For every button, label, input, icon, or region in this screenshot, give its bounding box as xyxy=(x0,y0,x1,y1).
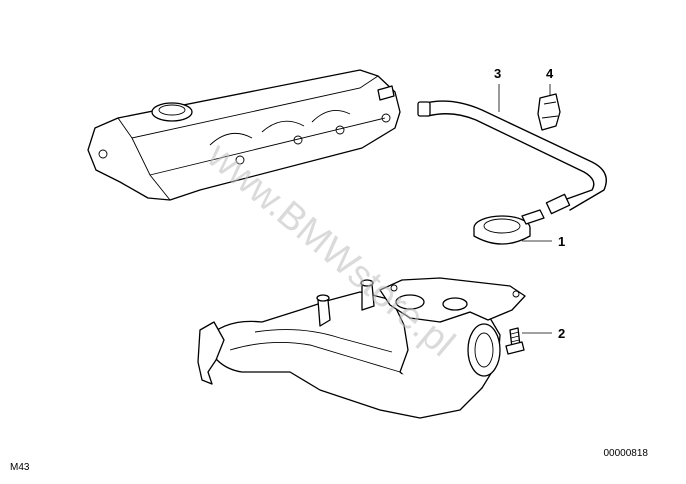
vent-hose xyxy=(417,100,607,215)
valve-cover xyxy=(87,69,401,201)
diagram-code: M43 xyxy=(10,462,30,473)
callout-4: 4 xyxy=(546,66,554,81)
bolt xyxy=(505,327,525,355)
callout-1: 1 xyxy=(558,234,565,249)
callout-2: 2 xyxy=(558,326,565,341)
image-code: 00000818 xyxy=(603,448,649,459)
callout-3: 3 xyxy=(494,66,501,81)
pressure-valve xyxy=(473,209,545,245)
hose-clamp xyxy=(537,93,561,131)
intake-manifold xyxy=(197,277,526,419)
